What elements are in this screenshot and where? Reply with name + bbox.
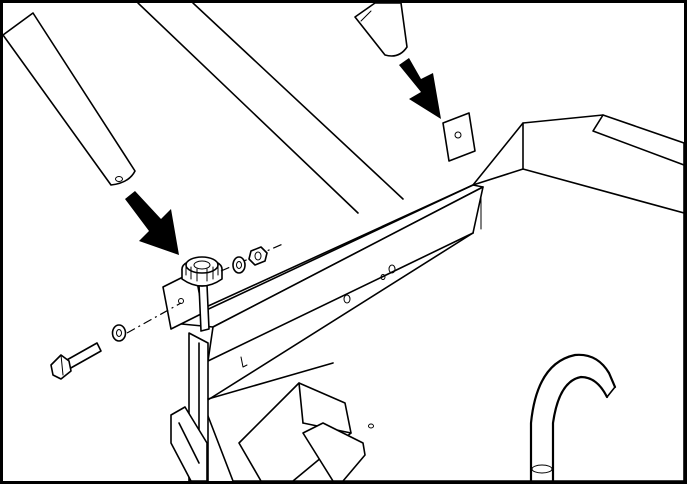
left-upright-tube bbox=[3, 12, 136, 186]
adjustment-knob bbox=[181, 256, 223, 332]
lower-left-bracket bbox=[170, 406, 208, 481]
arrow-right-tube-down bbox=[399, 58, 441, 119]
beam-hole bbox=[388, 264, 396, 274]
background-frame-lines bbox=[137, 3, 404, 214]
upper-washer bbox=[232, 256, 246, 274]
hex-bolt bbox=[50, 342, 102, 380]
lower-washer bbox=[111, 324, 127, 342]
lower-frame bbox=[207, 362, 374, 481]
beam-hole bbox=[343, 294, 351, 304]
alignment-centerlines bbox=[126, 242, 286, 334]
assembly-drawing bbox=[3, 3, 684, 481]
handle-loop bbox=[529, 353, 617, 481]
right-mounting-tab bbox=[442, 112, 476, 162]
arrow-left-tube-down bbox=[125, 191, 179, 255]
right-upright-tube bbox=[354, 3, 408, 57]
slot-mark bbox=[240, 356, 248, 368]
hex-nut bbox=[248, 246, 268, 266]
